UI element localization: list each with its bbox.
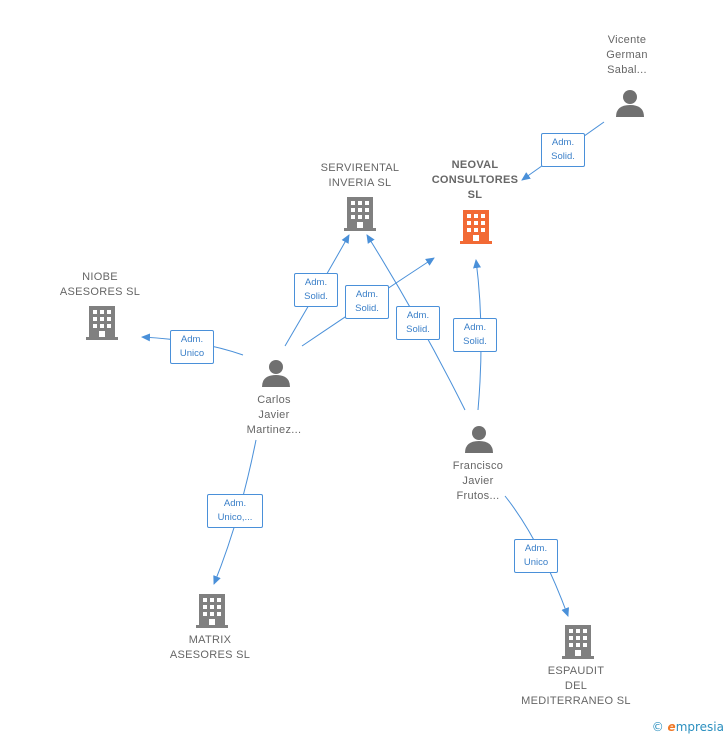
badge-line: Adm. <box>304 277 328 288</box>
label-line: ASESORES SL <box>169 649 251 661</box>
badge-line: Adm. <box>406 310 430 321</box>
person-icon[interactable] <box>463 424 495 454</box>
node-label: SERVIRENTAL INVERIA SL <box>305 161 415 191</box>
badge-line: Solid. <box>406 324 430 335</box>
badge-line: Adm. <box>524 543 548 554</box>
brand-logo-e: e <box>667 720 676 734</box>
node-francisco[interactable]: Francisco Javier Frutos... <box>432 459 524 504</box>
label-line: ESPAUDIT <box>547 665 605 677</box>
node-niobe[interactable]: NIOBE ASESORES SL <box>45 270 155 300</box>
label-line: Carlos <box>257 394 291 406</box>
label-line: Martinez... <box>246 424 302 436</box>
label-line: MATRIX <box>188 634 232 646</box>
label-line: Javier <box>258 409 290 421</box>
label-line: ASESORES SL <box>59 286 141 298</box>
label-line: INVERIA SL <box>328 177 392 189</box>
badge-line: Unico <box>523 557 549 568</box>
node-label: ESPAUDIT DEL MEDITERRANEO SL <box>510 664 642 709</box>
label-line: German <box>606 49 648 61</box>
node-label: Francisco Javier Frutos... <box>432 459 524 504</box>
building-icon[interactable] <box>196 593 228 629</box>
badge-line: Solid. <box>304 291 328 302</box>
relation-badge-carlos-servirental[interactable]: Adm. Solid. <box>294 273 338 307</box>
badge-line: Unico <box>179 348 205 359</box>
person-icon[interactable] <box>614 88 646 118</box>
node-label: NIOBE ASESORES SL <box>45 270 155 300</box>
node-label: MATRIX ASESORES SL <box>155 633 265 663</box>
relation-badge-vicente-neoval[interactable]: Adm. Solid. <box>541 133 585 167</box>
badge-line: Solid. <box>355 303 379 314</box>
label-line: SL <box>467 189 483 201</box>
node-matrix[interactable]: MATRIX ASESORES SL <box>155 633 265 663</box>
brand-logo-text: mpresia <box>675 720 724 734</box>
badge-line: Adm. <box>355 289 379 300</box>
label-line: Francisco <box>452 460 504 472</box>
badge-line: Solid. <box>463 336 487 347</box>
badge-line: Adm. <box>463 322 487 333</box>
relation-badge-carlos-niobe[interactable]: Adm. Unico <box>170 330 214 364</box>
node-label: NEOVAL CONSULTORES SL <box>420 158 530 203</box>
label-line: SERVIRENTAL <box>320 162 400 174</box>
badge-line: Adm. <box>180 334 204 345</box>
node-label: Vicente German Sabal... <box>585 33 669 78</box>
badge-line: Adm. <box>551 137 575 148</box>
label-line: Vicente <box>607 34 647 46</box>
building-icon[interactable] <box>460 209 492 245</box>
badge-line: Solid. <box>551 151 575 162</box>
building-icon[interactable] <box>344 196 376 232</box>
brand-watermark: © empresia <box>652 720 724 734</box>
person-icon[interactable] <box>260 358 292 388</box>
node-neoval[interactable]: NEOVAL CONSULTORES SL <box>420 158 530 203</box>
label-line: DEL <box>564 680 588 692</box>
building-icon[interactable] <box>86 305 118 341</box>
label-line: CONSULTORES <box>431 174 519 186</box>
node-carlos[interactable]: Carlos Javier Martinez... <box>228 393 320 438</box>
building-icon[interactable] <box>562 624 594 660</box>
node-label: Carlos Javier Martinez... <box>228 393 320 438</box>
label-line: MEDITERRANEO SL <box>521 695 631 707</box>
badge-line: Unico,... <box>217 512 253 523</box>
badge-line: Adm. <box>223 498 247 509</box>
node-servirental[interactable]: SERVIRENTAL INVERIA SL <box>305 161 415 191</box>
label-line: NEOVAL <box>451 159 499 171</box>
relation-badge-carlos-matrix[interactable]: Adm. Unico,... <box>207 494 263 528</box>
label-line: Frutos... <box>456 490 500 502</box>
label-line: Javier <box>462 475 494 487</box>
node-espaudit[interactable]: ESPAUDIT DEL MEDITERRANEO SL <box>510 664 642 709</box>
relation-badge-carlos-neoval[interactable]: Adm. Solid. <box>345 285 389 319</box>
relation-badge-francisco-neoval[interactable]: Adm. Solid. <box>453 318 497 352</box>
node-vicente[interactable]: Vicente German Sabal... <box>585 33 669 78</box>
label-line: NIOBE <box>82 271 118 283</box>
relation-badge-francisco-espaudit[interactable]: Adm. Unico <box>514 539 558 573</box>
label-line: Sabal... <box>607 64 647 76</box>
copyright-symbol: © <box>651 720 664 734</box>
relation-badge-francisco-servirental[interactable]: Adm. Solid. <box>396 306 440 340</box>
